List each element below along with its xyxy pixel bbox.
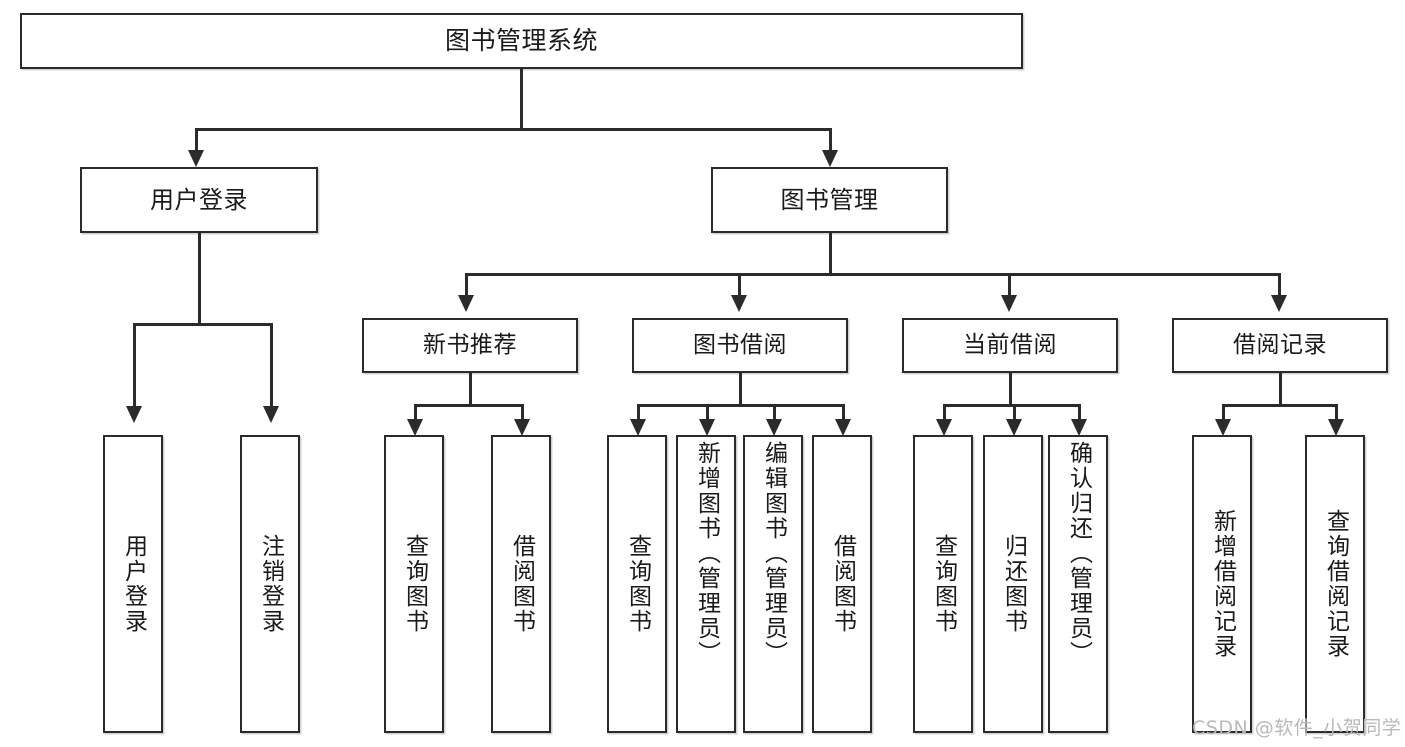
leaf-bb-edit-book-admin[interactable]: 编辑图书（管理员） xyxy=(743,435,803,733)
connector-current-borrow-stem xyxy=(1009,373,1012,406)
connector-bb-leaf-1 xyxy=(637,404,640,422)
connector-bb-leaf-2 xyxy=(706,404,709,422)
connector-to-borrow-record xyxy=(1278,273,1281,298)
connector-to-new-book-recommend xyxy=(465,273,468,298)
node-borrow-record[interactable]: 借阅记录 xyxy=(1172,318,1388,373)
connector-root-stem xyxy=(520,69,523,130)
connector-current-borrow-bus xyxy=(943,404,1079,407)
connector-to-book-borrow xyxy=(738,273,741,298)
leaf-br-query-record[interactable]: 查询借阅记录 xyxy=(1305,435,1365,733)
node-label: 注销登录 xyxy=(257,534,284,634)
arrowhead-br-leaf-2 xyxy=(1328,419,1344,436)
leaf-logout[interactable]: 注销登录 xyxy=(240,435,300,733)
arrowhead-book-borrow xyxy=(731,295,747,312)
node-label: 新增借阅记录 xyxy=(1209,509,1236,659)
node-label: 查询图书 xyxy=(930,534,957,634)
arrowhead-new-book-recommend xyxy=(458,295,474,312)
node-label: 编辑图书（管理员） xyxy=(760,441,787,666)
connector-level3-bus xyxy=(465,273,1280,276)
connector-br-leaf-1 xyxy=(1222,404,1225,422)
leaf-cb-confirm-return-admin[interactable]: 确认归还（管理员） xyxy=(1048,435,1108,733)
arrowhead-user-login-leaf-1 xyxy=(126,406,142,423)
connector-cb-leaf-3 xyxy=(1078,404,1081,422)
arrowhead-nbr-leaf-1 xyxy=(407,419,423,436)
node-label: 查询图书 xyxy=(401,534,428,634)
connector-root-to-user-login xyxy=(195,128,198,153)
node-label: 图书管理系统 xyxy=(444,26,598,55)
connector-book-borrow-stem xyxy=(739,373,742,406)
arrowhead-bb-leaf-2 xyxy=(699,419,715,436)
connector-borrow-record-stem xyxy=(1279,373,1282,406)
connector-cb-leaf-1 xyxy=(943,404,946,422)
arrowhead-bb-leaf-1 xyxy=(630,419,646,436)
connector-book-borrow-bus xyxy=(637,404,845,407)
connector-nbr-leaf-1 xyxy=(414,404,417,422)
leaf-nbr-borrow-book[interactable]: 借阅图书 xyxy=(491,435,551,733)
node-label: 图书管理 xyxy=(780,185,879,214)
leaf-cb-return-book[interactable]: 归还图书 xyxy=(983,435,1043,733)
node-label: 查询图书 xyxy=(624,534,651,634)
leaf-br-add-record[interactable]: 新增借阅记录 xyxy=(1192,435,1252,733)
connector-book-management-stem xyxy=(829,233,832,275)
arrowhead-current-borrow xyxy=(1001,295,1017,312)
arrowhead-bb-leaf-4 xyxy=(835,419,851,436)
leaf-nbr-query-book[interactable]: 查询图书 xyxy=(384,435,444,733)
leaf-bb-borrow-book[interactable]: 借阅图书 xyxy=(812,435,872,733)
arrowhead-nbr-leaf-2 xyxy=(514,419,530,436)
node-label: 用户登录 xyxy=(120,534,147,634)
node-label: 归还图书 xyxy=(1000,534,1027,634)
node-label: 当前借阅 xyxy=(963,331,1057,358)
connector-br-leaf-2 xyxy=(1335,404,1338,422)
node-label: 用户登录 xyxy=(150,185,248,214)
leaf-cb-query-book[interactable]: 查询图书 xyxy=(913,435,973,733)
arrowhead-root-to-book-management xyxy=(822,150,838,167)
connector-user-login-stem xyxy=(198,233,201,325)
arrowhead-bb-leaf-3 xyxy=(766,419,782,436)
connector-bb-leaf-3 xyxy=(773,404,776,422)
arrowhead-cb-leaf-2 xyxy=(1006,419,1022,436)
connector-new-book-recommend-stem xyxy=(469,373,472,406)
leaf-user-login[interactable]: 用户登录 xyxy=(103,435,163,733)
arrowhead-cb-leaf-3 xyxy=(1071,419,1087,436)
connector-borrow-record-bus xyxy=(1222,404,1338,407)
node-label: 图书借阅 xyxy=(693,331,787,358)
arrowhead-cb-leaf-1 xyxy=(936,419,952,436)
connector-new-book-recommend-bus xyxy=(414,404,524,407)
connector-root-to-book-management xyxy=(829,128,832,153)
connector-nbr-leaf-2 xyxy=(521,404,524,422)
arrowhead-borrow-record xyxy=(1271,295,1287,312)
node-label: 借阅图书 xyxy=(829,534,856,634)
node-label: 查询借阅记录 xyxy=(1322,509,1349,659)
watermark-csdn: CSDN @软件_小贺同学 xyxy=(1192,717,1402,739)
connector-user-login-to-leaf-2 xyxy=(270,323,273,409)
node-label: 借阅图书 xyxy=(508,534,535,634)
arrowhead-user-login-leaf-2 xyxy=(263,406,279,423)
node-user-login[interactable]: 用户登录 xyxy=(80,167,318,233)
node-book-management[interactable]: 图书管理 xyxy=(711,167,948,233)
node-root-book-management-system[interactable]: 图书管理系统 xyxy=(20,13,1023,69)
node-label: 新增图书（管理员） xyxy=(693,441,720,666)
connector-root-bus xyxy=(195,128,829,131)
connector-bb-leaf-4 xyxy=(842,404,845,422)
node-label: 新书推荐 xyxy=(423,331,517,358)
connector-cb-leaf-2 xyxy=(1013,404,1016,422)
node-book-borrow[interactable]: 图书借阅 xyxy=(632,318,848,373)
leaf-bb-add-book-admin[interactable]: 新增图书（管理员） xyxy=(676,435,736,733)
node-label: 借阅记录 xyxy=(1233,331,1327,358)
node-current-borrow[interactable]: 当前借阅 xyxy=(902,318,1118,373)
arrowhead-root-to-user-login xyxy=(188,150,204,167)
connector-to-current-borrow xyxy=(1008,273,1011,298)
node-new-book-recommend[interactable]: 新书推荐 xyxy=(362,318,578,373)
leaf-bb-query-book[interactable]: 查询图书 xyxy=(607,435,667,733)
connector-user-login-bus xyxy=(133,323,271,326)
arrowhead-br-leaf-1 xyxy=(1215,419,1231,436)
connector-user-login-to-leaf-1 xyxy=(133,323,136,409)
node-label: 确认归还（管理员） xyxy=(1065,441,1092,666)
